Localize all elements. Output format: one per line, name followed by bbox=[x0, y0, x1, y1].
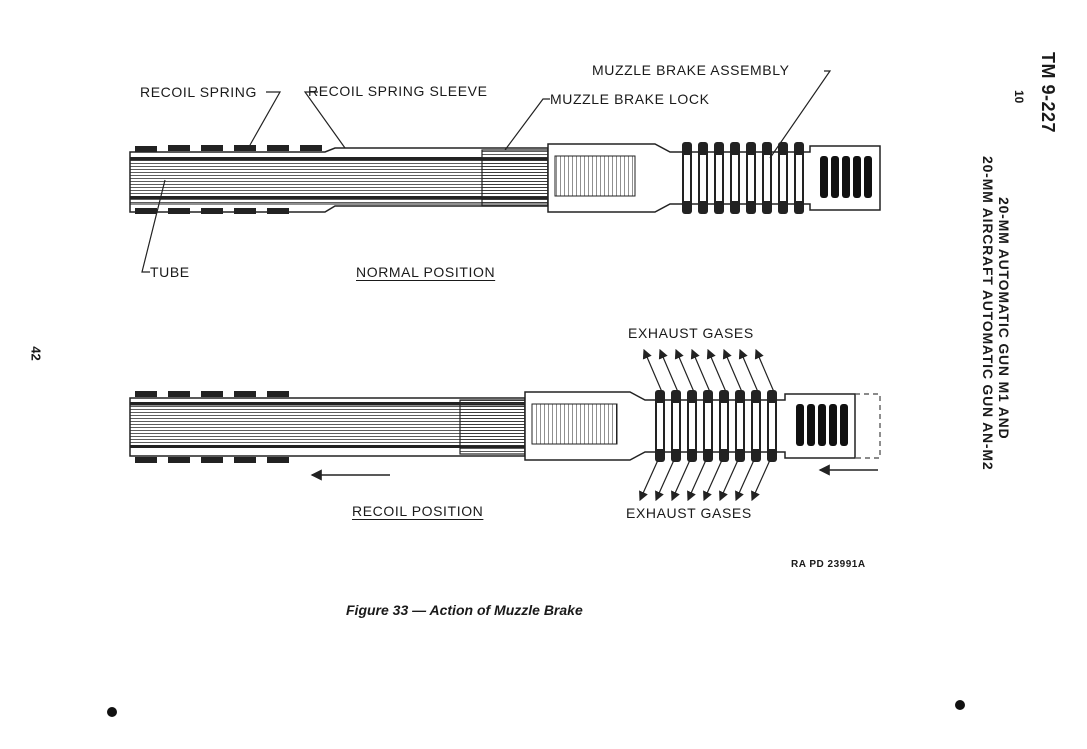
figure-reference: RA PD 23991A bbox=[791, 559, 866, 570]
punch-mark-left bbox=[107, 707, 117, 717]
recoil-spring-coils-top bbox=[135, 145, 322, 152]
label-tube: TUBE bbox=[150, 264, 190, 280]
recoil-position-assembly bbox=[129, 390, 881, 463]
label-muzzle-brake-lock: MUZZLE BRAKE LOCK bbox=[550, 91, 710, 107]
exhaust-gas-arrows-top bbox=[642, 348, 775, 393]
normal-position-assembly bbox=[129, 142, 881, 214]
label-normal-position: NORMAL POSITION bbox=[356, 264, 496, 280]
label-muzzle-brake-assembly: MUZZLE BRAKE ASSEMBLY bbox=[592, 62, 790, 78]
brake-threads bbox=[554, 155, 636, 197]
recoil-spring-coils-bottom bbox=[135, 208, 289, 214]
muzzle-end-rings bbox=[820, 156, 872, 198]
label-recoil-spring-sleeve: RECOIL SPRING SLEEVE bbox=[308, 83, 488, 99]
leader-lines-normal bbox=[141, 70, 832, 273]
punch-mark-right bbox=[955, 700, 965, 710]
exhaust-gas-arrows-bottom bbox=[639, 459, 771, 502]
figure-caption: Figure 33 — Action of Muzzle Brake bbox=[346, 602, 583, 618]
label-recoil-spring: RECOIL SPRING bbox=[140, 84, 257, 100]
label-exhaust-gases-bottom: EXHAUST GASES bbox=[626, 505, 752, 521]
muzzle-brake-lock bbox=[481, 149, 549, 207]
label-exhaust-gases-top: EXHAUST GASES bbox=[628, 325, 754, 341]
label-recoil-position: RECOIL POSITION bbox=[352, 503, 484, 519]
